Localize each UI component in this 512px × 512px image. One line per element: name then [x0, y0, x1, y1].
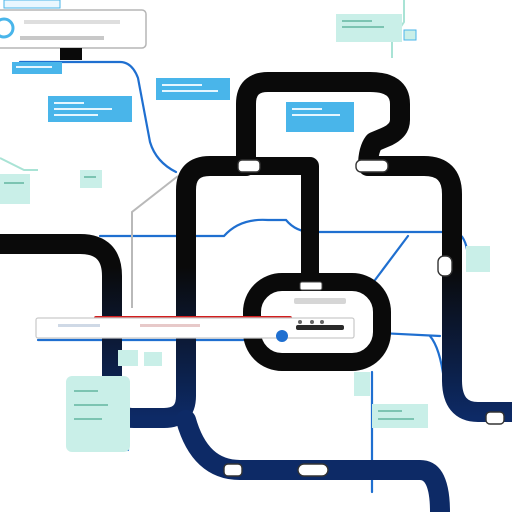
search-dropdown-handle[interactable] [60, 48, 82, 60]
strip-tick-left [58, 324, 100, 327]
label-top-left[interactable] [48, 96, 132, 122]
pill-markers [223, 159, 505, 477]
pill-upper-right[interactable] [355, 159, 389, 173]
center-panel-dot-3 [320, 320, 324, 324]
horizontal-info-strip[interactable] [35, 317, 355, 339]
label-bottom-left[interactable] [66, 376, 130, 452]
pill-mid-bottom[interactable] [485, 411, 505, 425]
blue-line-right-drop [428, 334, 446, 382]
label-right-mid[interactable] [354, 372, 370, 396]
track-left-loop [0, 72, 512, 428]
pill-bottom-left[interactable] [223, 463, 243, 477]
pill-upper-left[interactable] [237, 159, 261, 173]
center-panel-dot-1 [298, 320, 302, 324]
label-upper-right[interactable] [286, 102, 354, 132]
blue-line-mid-route [98, 218, 470, 258]
top-search-box[interactable] [0, 9, 147, 60]
label-top-right[interactable] [336, 14, 417, 42]
label-top-left-small[interactable] [12, 62, 62, 74]
label-small-below-strip[interactable] [118, 350, 162, 366]
pill-right-edge[interactable] [437, 255, 453, 277]
search-icon[interactable] [0, 17, 15, 39]
pill-bottom-center[interactable] [297, 463, 329, 477]
label-top-center[interactable] [156, 78, 230, 100]
center-panel-mini-label [299, 281, 323, 291]
strip-knob-icon[interactable] [276, 330, 288, 342]
track-center-vertical [237, 157, 319, 289]
strip-tick-mid [140, 324, 200, 327]
label-left-mid[interactable] [0, 174, 30, 204]
search-placeholder-bar [24, 20, 120, 24]
label-right-edge[interactable] [466, 246, 490, 272]
center-panel-dot-2 [310, 320, 314, 324]
center-panel-title-bar [294, 298, 346, 304]
top-left-tag [3, 0, 61, 9]
gray-line [131, 175, 179, 308]
strip-bar-right [296, 325, 344, 330]
label-bottom-right[interactable] [372, 404, 428, 428]
blue-line-top-route [18, 60, 178, 174]
search-underline [20, 36, 104, 40]
label-left-small[interactable] [80, 170, 102, 188]
mint-line-left [0, 157, 38, 171]
